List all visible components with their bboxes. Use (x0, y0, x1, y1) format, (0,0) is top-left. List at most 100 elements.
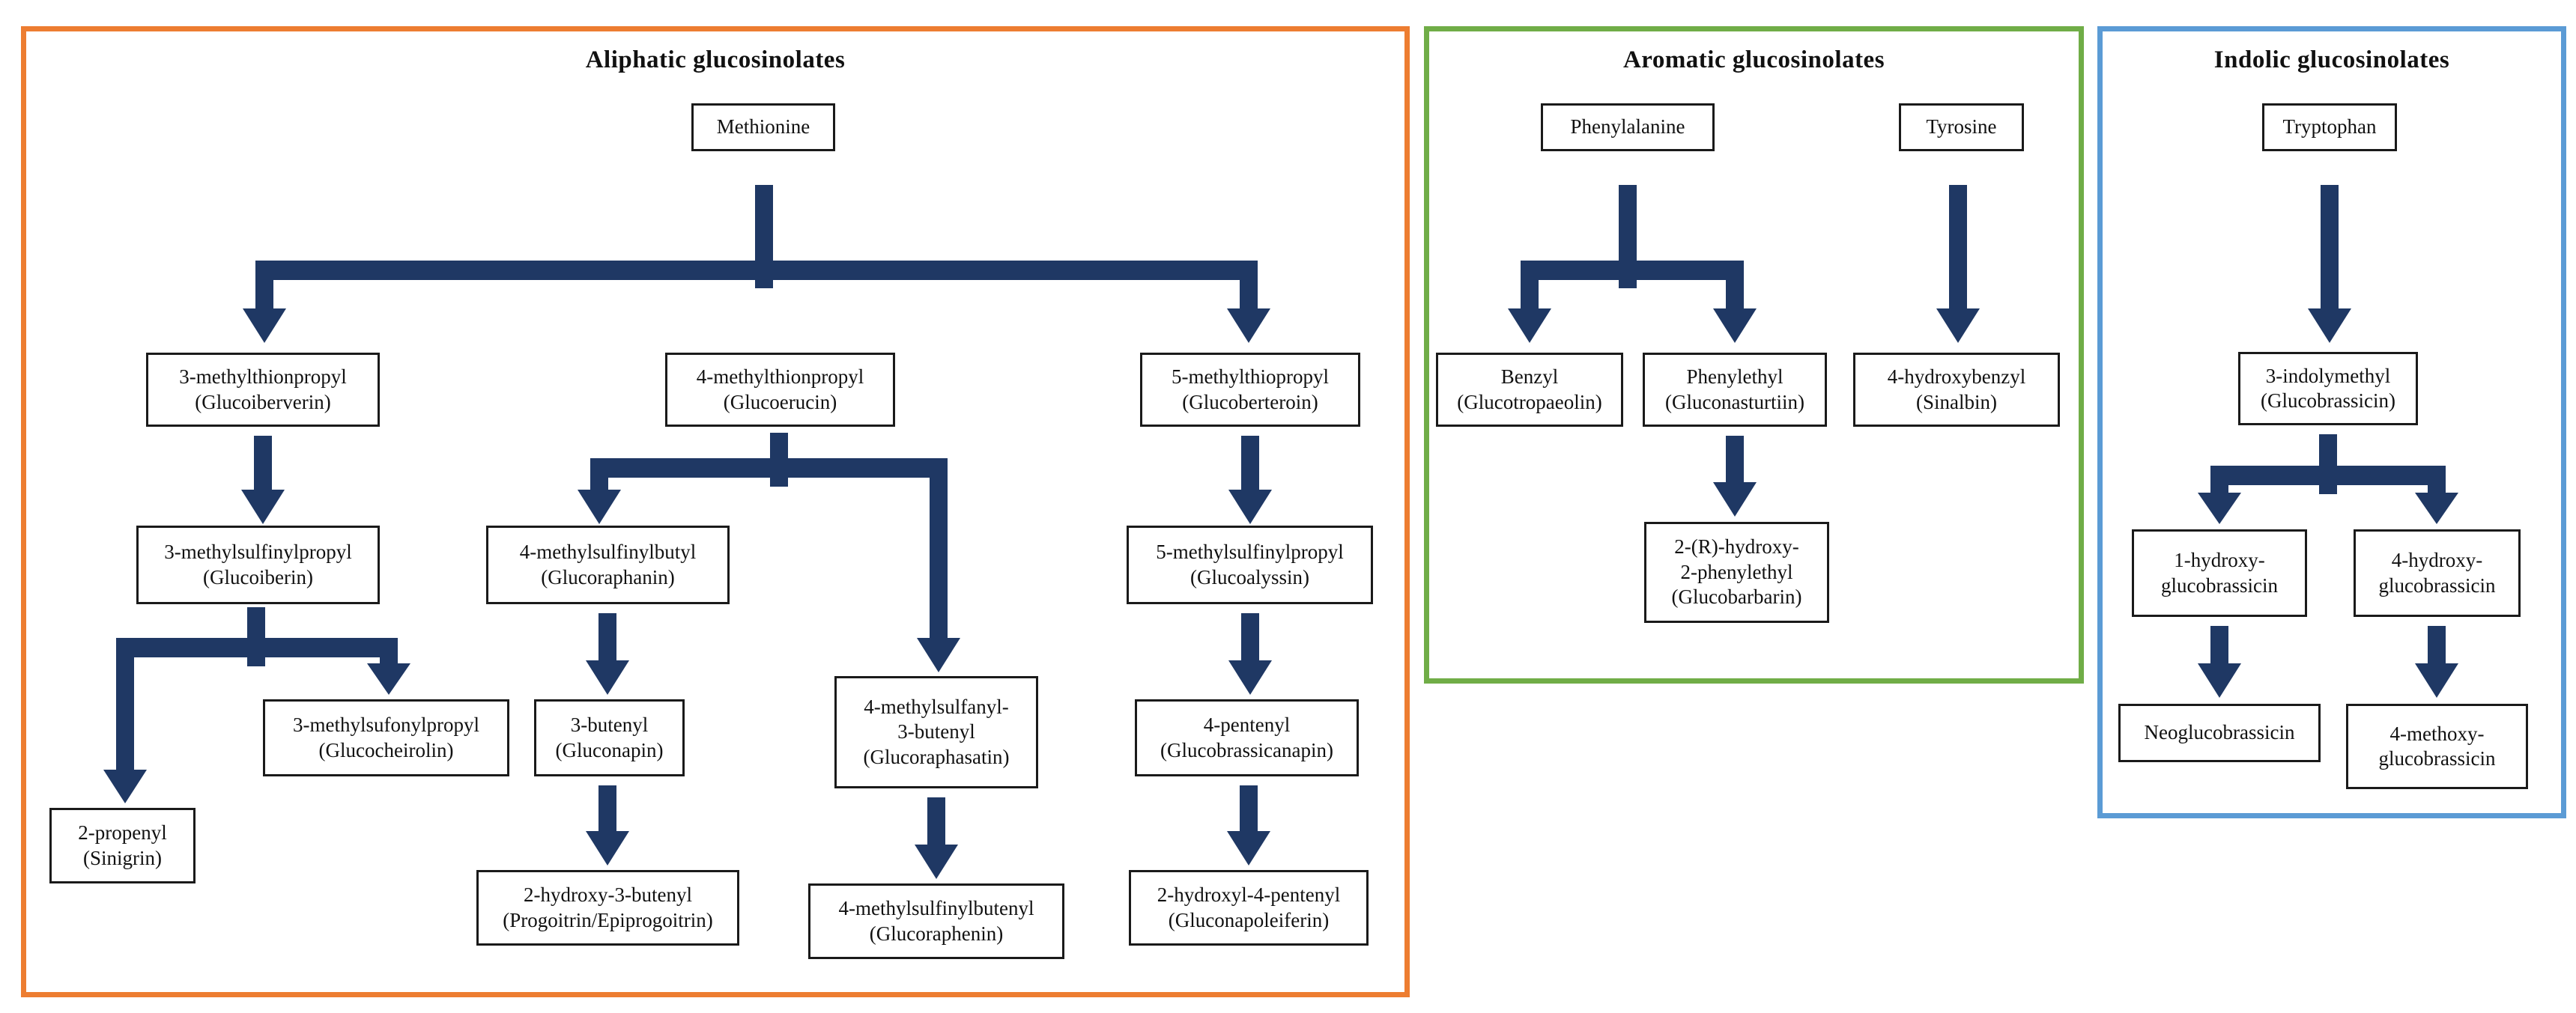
node-glucoiberin: 3-methylsulfinylpropyl (Glucoiberin) (136, 526, 380, 604)
arrow-glucobrassicanapin-gluconapoleiferin (1227, 785, 1270, 866)
node-label: 5-methylsulfinylpropyl (1156, 541, 1344, 564)
panel-indolic: Indolic glucosinolates (2097, 26, 2566, 818)
arrow-glucoberteroin-glucoalyssin (1228, 436, 1272, 524)
node-glucobrassicin: 3-indolymethyl (Glucobrassicin) (2238, 352, 2418, 425)
node-label: 4-hydroxy- (2391, 549, 2483, 572)
node-label: Methionine (716, 115, 810, 139)
node-label: 2-hydroxy-3-butenyl (524, 883, 692, 907)
node-label: (Progoitrin/Epiprogoitrin) (503, 908, 713, 931)
node-label: Phenylethyl (1686, 365, 1783, 389)
node-label: (Gluconasturtiin) (1665, 390, 1804, 413)
node-label: Phenylalanine (1570, 115, 1685, 139)
node-label: 4-methylsulfinylbutyl (519, 541, 697, 564)
panel-title-aromatic: Aromatic glucosinolates (1622, 46, 1885, 73)
node-glucoiberverin: 3-methylthionpropyl (Glucoiberverin) (146, 353, 380, 427)
arrow-tryptophan-glucobrassicin (2308, 185, 2351, 343)
arrow-phenylalanine-branch (1508, 185, 1757, 343)
arrow-methionine-branch (243, 185, 1270, 343)
node-tryptophan: Tryptophan (2262, 103, 2397, 151)
arrow-gluconasturtiin-glucobarbarin (1713, 436, 1757, 517)
node-label: (Glucoberteroin) (1182, 390, 1318, 413)
node-sinalbin: 4-hydroxybenzyl (Sinalbin) (1853, 353, 2060, 427)
node-label: 3-methylsufonylpropyl (293, 714, 479, 737)
node-label: 4-methylsulfinylbutenyl (838, 897, 1034, 920)
node-label: 3-methylthionpropyl (179, 365, 347, 389)
node-tyrosine: Tyrosine (1899, 103, 2024, 151)
node-glucobrassicanapin: 4-pentenyl (Glucobrassicanapin) (1135, 699, 1359, 776)
node-label: 3-indolymethyl (2265, 364, 2391, 387)
node-label: (Glucoiberin) (203, 565, 313, 588)
node-label: 2-propenyl (78, 821, 167, 845)
node-label: 3-methylsulfinylpropyl (164, 541, 352, 564)
node-1-hydroxy-glucobrassicin: 1-hydroxy- glucobrassicin (2132, 529, 2307, 617)
arrow-glucoiberverin-glucoiberin (241, 436, 285, 524)
panel-aromatic: Aromatic glucosinolates (1424, 26, 2084, 684)
node-glucoalyssin: 5-methylsulfinylpropyl (Glucoalyssin) (1127, 526, 1373, 604)
node-glucoerucin: 4-methylthionpropyl (Glucoerucin) (665, 353, 895, 427)
node-label: 4-pentenyl (1203, 714, 1291, 737)
node-label: (Glucobarbarin) (1671, 585, 1802, 609)
arrow-gluconapin-progoitrin (586, 785, 629, 866)
node-label: Tyrosine (1926, 115, 1997, 139)
arrow-glucoiberin-branch (103, 607, 410, 803)
node-label: (Glucobrassicin) (2261, 389, 2395, 412)
arrow-glucoalyssin-glucobrassicanapin (1228, 613, 1272, 695)
node-glucobarbarin: 2-(R)-hydroxy- 2-phenylethyl (Glucobarba… (1644, 522, 1829, 623)
node-label: glucobrassicin (2378, 574, 2496, 597)
arrow-glucoraphasatin-glucoraphenin (915, 797, 958, 879)
node-phenylalanine: Phenylalanine (1541, 103, 1715, 151)
arrow-glucoerucin-branch (578, 433, 960, 672)
node-label: glucobrassicin (2378, 747, 2496, 770)
node-label: 4-methylsulfanyl- (864, 695, 1009, 718)
node-glucoraphenin: 4-methylsulfinylbutenyl (Glucoraphenin) (808, 883, 1064, 959)
node-label: (Sinalbin) (1916, 390, 1997, 413)
node-label: 1-hydroxy- (2174, 549, 2265, 572)
node-glucoraphanin: 4-methylsulfinylbutyl (Glucoraphanin) (486, 526, 730, 604)
node-sinigrin: 2-propenyl (Sinigrin) (49, 808, 196, 883)
node-4-hydroxy-glucobrassicin: 4-hydroxy- glucobrassicin (2354, 529, 2521, 617)
node-gluconapoleiferin: 2-hydroxyl-4-pentenyl (Gluconapoleiferin… (1129, 870, 1369, 946)
node-label: (Glucobrassicanapin) (1160, 738, 1333, 761)
node-label: (Glucocheirolin) (318, 738, 454, 761)
node-label: 5-methylthiopropyl (1172, 365, 1329, 389)
node-label: 2-hydroxyl-4-pentenyl (1157, 883, 1341, 907)
node-label: 2-phenylethyl (1680, 560, 1793, 583)
node-progoitrin: 2-hydroxy-3-butenyl (Progoitrin/Epiprogo… (476, 870, 739, 946)
node-label: 4-methoxy- (2389, 722, 2485, 745)
node-glucoraphasatin: 4-methylsulfanyl- 3-butenyl (Glucoraphas… (834, 676, 1038, 788)
node-label: (Glucotropaeolin) (1457, 390, 1602, 413)
node-label: (Glucoalyssin) (1190, 565, 1309, 588)
node-glucoberteroin: 5-methylthiopropyl (Glucoberteroin) (1140, 353, 1360, 427)
node-label: 4-methylthionpropyl (696, 365, 864, 389)
node-label: 4-hydroxybenzyl (1887, 365, 2026, 389)
node-label: Tryptophan (2282, 115, 2377, 139)
node-glucotropaeolin: Benzyl (Glucotropaeolin) (1436, 353, 1623, 427)
node-label: (Sinigrin) (83, 846, 162, 869)
node-label: (Glucoiberverin) (195, 390, 331, 413)
node-label: (Glucoraphanin) (541, 565, 675, 588)
arrow-hydroxy4-methoxy4 (2415, 626, 2458, 698)
node-label: (Glucoerucin) (723, 390, 837, 413)
arrow-hydroxy1-neoglucobrassicin (2198, 626, 2241, 698)
node-label: 2-(R)-hydroxy- (1674, 535, 1799, 559)
panel-title-indolic: Indolic glucosinolates (2213, 46, 2450, 73)
node-methionine: Methionine (691, 103, 835, 151)
panel-title-aliphatic: Aliphatic glucosinolates (585, 46, 846, 73)
arrow-glucobrassicin-branch (2198, 434, 2458, 524)
node-label: (Gluconapin) (555, 738, 664, 761)
node-label: Benzyl (1500, 365, 1559, 389)
node-4-methoxy-glucobrassicin: 4-methoxy- glucobrassicin (2346, 704, 2528, 789)
node-label: (Glucoraphasatin) (863, 745, 1010, 768)
arrow-glucoraphanin-gluconapin (586, 613, 629, 695)
node-glucocheirolin: 3-methylsufonylpropyl (Glucocheirolin) (263, 699, 509, 776)
node-gluconapin: 3-butenyl (Gluconapin) (534, 699, 685, 776)
node-label: 3-butenyl (570, 714, 649, 737)
arrow-tyrosine-sinalbin (1936, 185, 1980, 343)
node-neoglucobrassicin: Neoglucobrassicin (2118, 704, 2321, 762)
node-label: glucobrassicin (2161, 574, 2278, 597)
node-label: 3-butenyl (897, 720, 975, 743)
node-gluconasturtiin: Phenylethyl (Gluconasturtiin) (1643, 353, 1827, 427)
node-label: (Glucoraphenin) (869, 922, 1004, 945)
